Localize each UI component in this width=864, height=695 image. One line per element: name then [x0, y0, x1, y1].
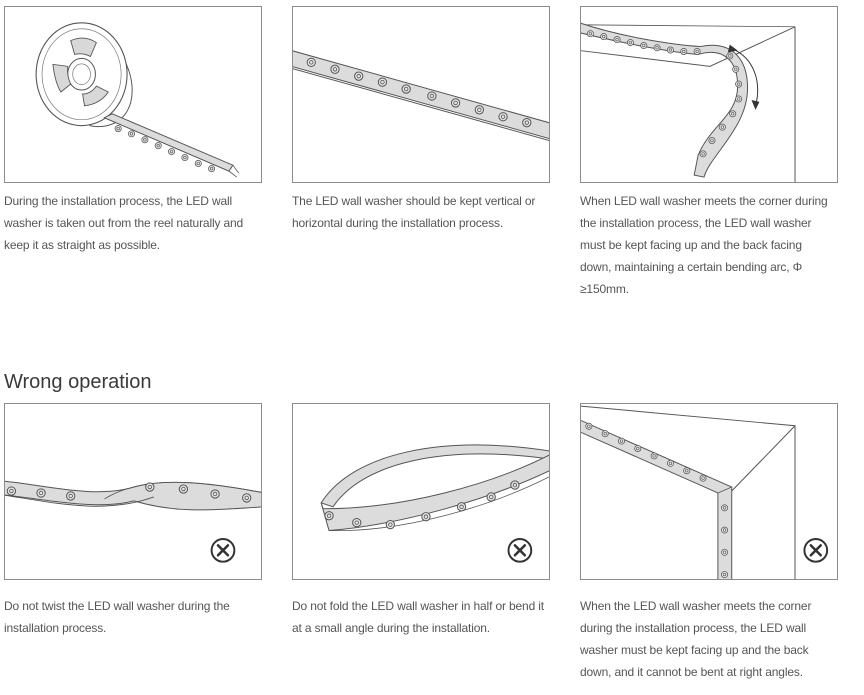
- caption-straight: The LED wall washer should be kept verti…: [292, 194, 536, 230]
- fold-illustration: [292, 403, 550, 580]
- caption-twist: Do not twist the LED wall washer during …: [4, 599, 230, 635]
- right-angle-illustration: [580, 403, 838, 580]
- wrong-operation-heading: Wrong operation: [4, 371, 152, 393]
- straight-strip-illustration: [292, 6, 550, 183]
- corner-arc-illustration: [580, 6, 838, 183]
- caption-right-angle: When the LED wall washer meets the corne…: [580, 599, 812, 679]
- caption-fold: Do not fold the LED wall washer in half …: [292, 599, 544, 635]
- caption-corner-arc: When LED wall washer meets the corner du…: [580, 194, 828, 296]
- reel-illustration: [4, 6, 262, 183]
- twist-illustration: [4, 403, 262, 580]
- caption-reel: During the installation process, the LED…: [4, 194, 244, 252]
